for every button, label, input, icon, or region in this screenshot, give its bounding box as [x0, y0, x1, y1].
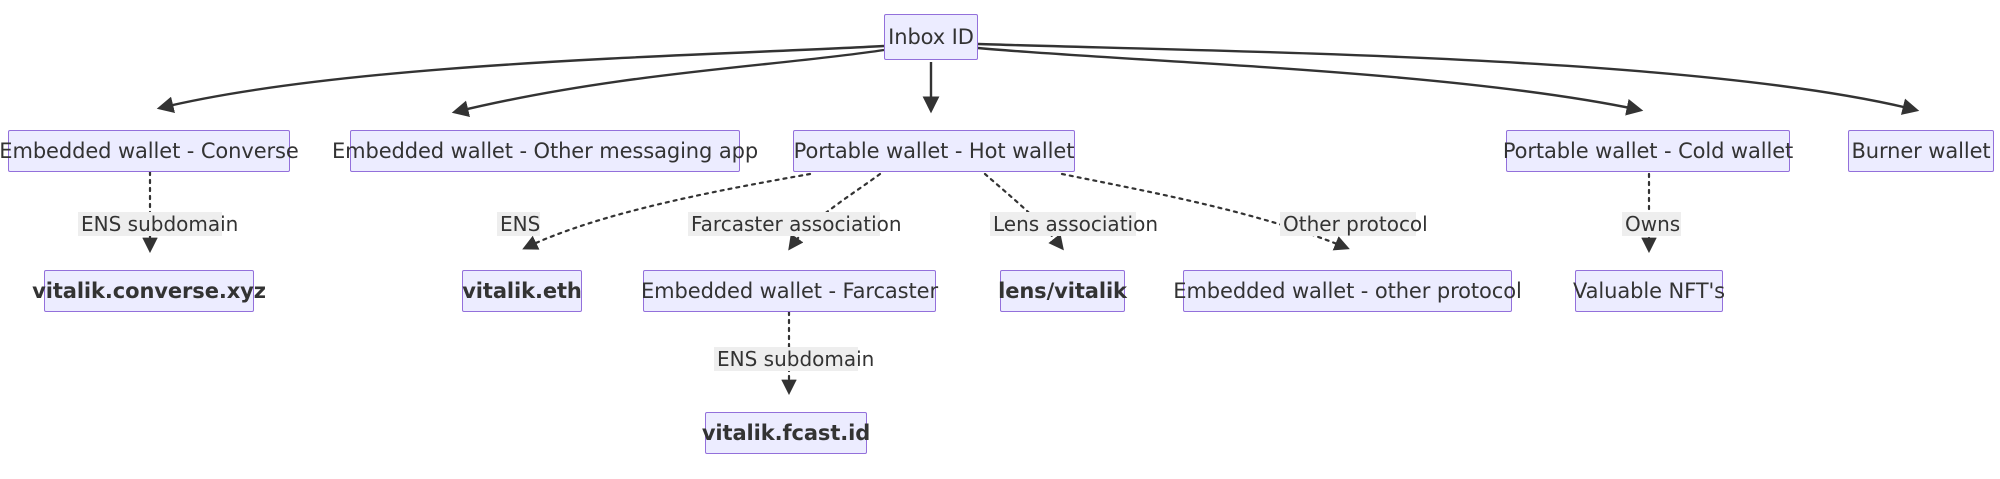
node-vitalik-eth[interactable]: vitalik.eth — [462, 270, 582, 312]
edge-inbox-othermsg — [451, 48, 885, 117]
edge-label-ens: ENS — [497, 212, 540, 236]
node-portable-wallet-hot-wallet[interactable]: Portable wallet - Hot wallet — [793, 130, 1075, 172]
edge-label-farcaster-association: Farcaster association — [688, 212, 902, 236]
edge-hot-ens — [522, 172, 812, 250]
node-embedded-wallet-other-protocol[interactable]: Embedded wallet - other protocol — [1173, 270, 1522, 312]
node-vitalik-fcast-id[interactable]: vitalik.fcast.id — [702, 412, 870, 454]
node-portable-wallet-cold-wallet[interactable]: Portable wallet - Cold wallet — [1503, 130, 1793, 172]
edge-label-other-protocol: Other protocol — [1280, 212, 1428, 236]
edge-label-owns: Owns — [1622, 212, 1681, 236]
edge-hot-lens — [983, 172, 1064, 251]
edge-inbox-coldwallet — [977, 46, 1644, 116]
node-embedded-wallet-converse[interactable]: Embedded wallet - Converse — [0, 130, 299, 172]
edge-label-ens-subdomain-converse: ENS subdomain — [78, 212, 238, 236]
node-valuable-nfts[interactable]: Valuable NFT's — [1573, 270, 1725, 312]
edge-hot-farcaster — [788, 172, 882, 251]
node-burner-wallet[interactable]: Burner wallet — [1848, 130, 1994, 172]
edge-hot-other — [1060, 172, 1350, 251]
node-inbox-id[interactable]: Inbox ID — [884, 14, 978, 60]
edge-label-lens-association: Lens association — [990, 212, 1158, 236]
node-embedded-wallet-farcaster[interactable]: Embedded wallet - Farcaster — [641, 270, 938, 312]
node-lens-vitalik[interactable]: lens/vitalik — [998, 270, 1127, 312]
edge-label-ens-subdomain-farcaster: ENS subdomain — [714, 347, 874, 371]
edge-inbox-converse — [156, 44, 885, 114]
edge-inbox-burner — [977, 42, 1920, 115]
node-vitalik-converse-xyz[interactable]: vitalik.converse.xyz — [32, 270, 266, 312]
node-embedded-wallet-other-messaging-app[interactable]: Embedded wallet - Other messaging app — [332, 130, 758, 172]
